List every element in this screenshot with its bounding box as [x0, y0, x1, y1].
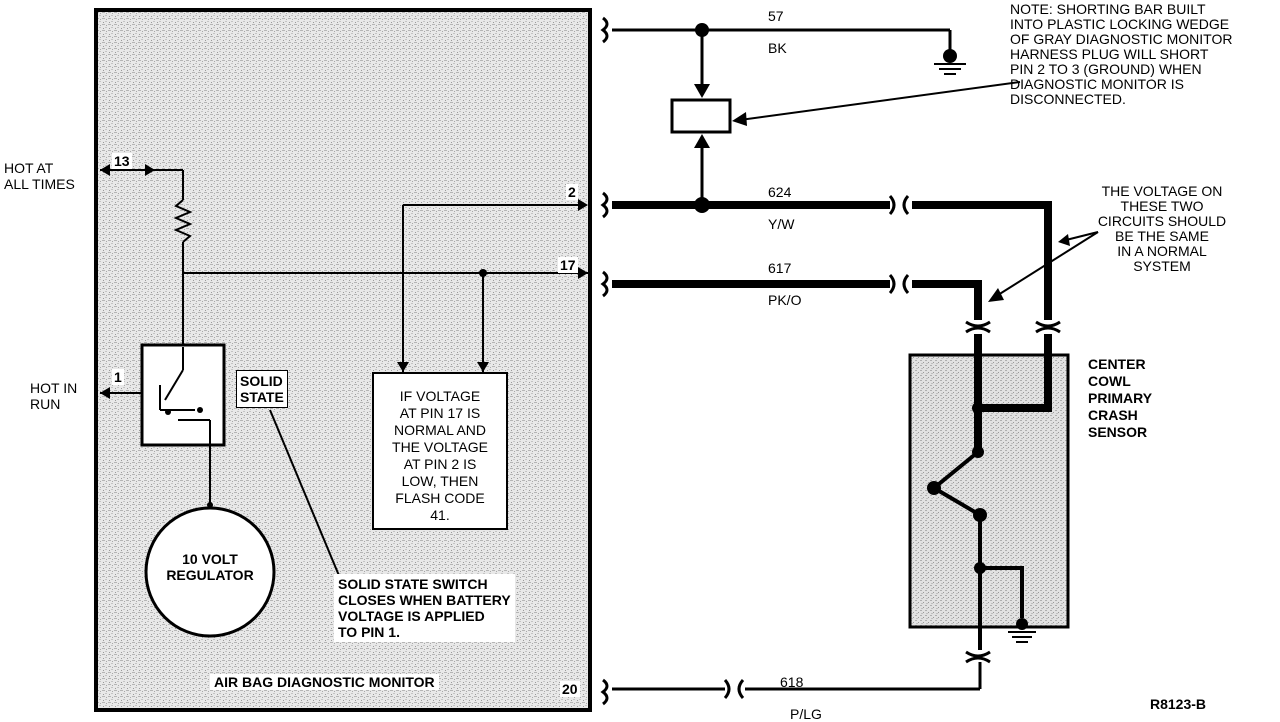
- circuit-57-color: BK: [768, 40, 787, 56]
- pin-17-label: 17: [558, 257, 578, 273]
- connector-icon: [600, 16, 609, 706]
- junction-dot: [479, 269, 487, 277]
- sensor-switch: [932, 450, 1024, 650]
- module-title: AIR BAG DIAGNOSTIC MONITOR: [210, 674, 439, 690]
- resistor-icon: [173, 199, 193, 243]
- junction-dot: [694, 197, 710, 213]
- pin-2-label: 2: [566, 184, 578, 200]
- arrow-icon: [1058, 234, 1070, 246]
- circuit-617-color: PK/O: [768, 292, 802, 308]
- ground-symbol-icon: [1008, 631, 1036, 643]
- circuit-624-number: 624: [768, 184, 792, 200]
- connector-icon: [723, 650, 991, 699]
- shorting-bar: [670, 98, 732, 134]
- hot-at-all-times-label: HOT AT ALL TIMES: [4, 160, 75, 192]
- regulator-label: 10 VOLT REGULATOR: [166, 551, 254, 583]
- circuit-57-number: 57: [768, 8, 784, 24]
- hot-in-run-label: HOT IN RUN: [30, 380, 78, 412]
- pin-13-label: 13: [112, 153, 132, 169]
- ground-symbol-icon: [934, 63, 966, 75]
- pin-1-label: 1: [112, 369, 124, 385]
- pin-20-label: 20: [560, 681, 580, 697]
- internal-wiring: [100, 169, 588, 505]
- arrow-icon: [988, 288, 1004, 302]
- connector-icon: [888, 274, 910, 294]
- flash-code-note: IF VOLTAGE AT PIN 17 IS NORMAL AND THE V…: [372, 372, 508, 530]
- arrow-icon: [732, 112, 747, 126]
- voltage-note: THE VOLTAGE ON THESE TWO CIRCUITS SHOULD…: [1097, 183, 1227, 274]
- sensor-wiring: [974, 334, 1052, 452]
- crash-sensor-label: CENTER COWL PRIMARY CRASH SENSOR: [1088, 356, 1153, 440]
- switch-note: SOLID STATE SWITCH CLOSES WHEN BATTERY V…: [334, 574, 515, 642]
- connector-icon: [965, 320, 1061, 334]
- shorting-bar-note: NOTE: SHORTING BAR BUILT INTO PLASTIC LO…: [1010, 1, 1233, 107]
- arrow-icon: [694, 84, 710, 98]
- circuit-624-color: Y/W: [768, 216, 795, 232]
- figure-id: R8123-B: [1150, 696, 1207, 712]
- circuit-618-number: 618: [780, 674, 804, 690]
- arrow-icon: [100, 164, 588, 399]
- solid-state-label: SOLID STATE: [236, 370, 288, 408]
- arrow-icon: [694, 134, 710, 148]
- connector-icon: [888, 195, 910, 215]
- circuit-617-number: 617: [768, 260, 792, 276]
- circuit-618-color: P/LG: [790, 706, 822, 722]
